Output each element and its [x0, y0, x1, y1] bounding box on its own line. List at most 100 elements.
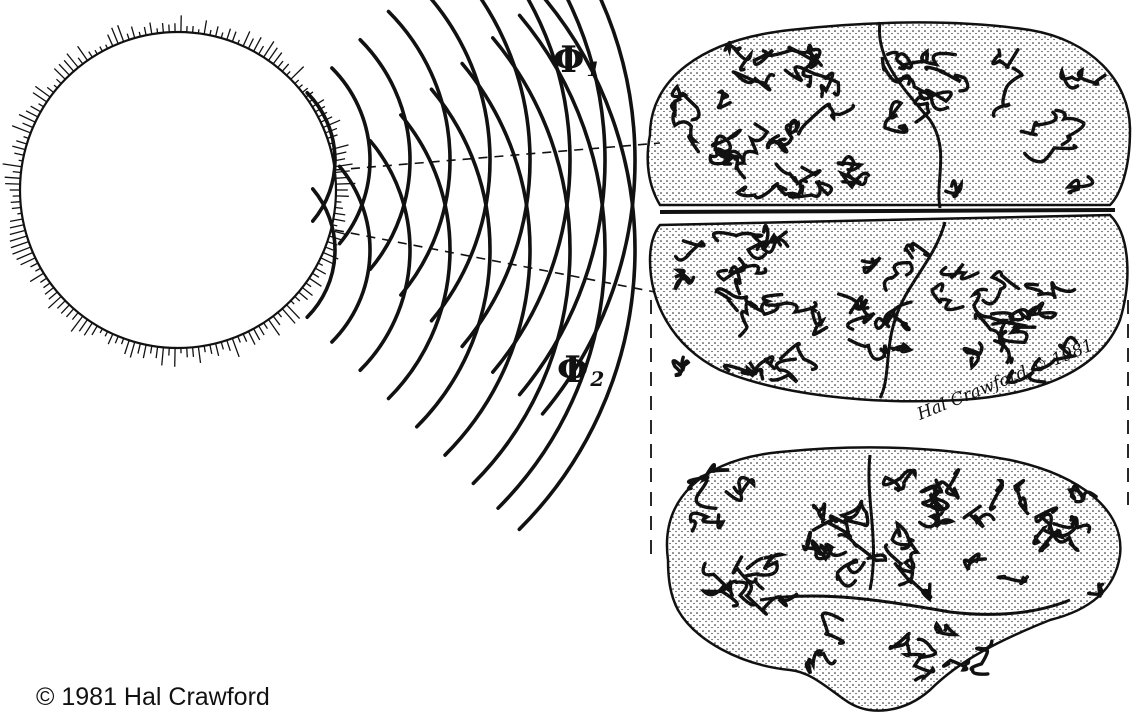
sphere-hair — [44, 283, 51, 288]
sphere-hair — [112, 28, 119, 44]
ray-phi2 — [335, 230, 655, 292]
sphere-hair — [193, 26, 194, 33]
sphere-hair — [31, 263, 38, 267]
sphere-hair — [268, 48, 277, 61]
sphere-hair — [59, 64, 69, 75]
sphere-hair — [291, 67, 304, 80]
sphere-hair — [56, 79, 61, 83]
sphere-hair — [125, 340, 129, 354]
left-hemisphere — [648, 22, 1130, 205]
sphere-hair — [79, 320, 87, 332]
sphere-hair — [295, 296, 300, 301]
sphere-hair — [10, 236, 27, 241]
brain-side-view — [667, 447, 1120, 710]
sphere-hair — [17, 252, 33, 259]
sphere-hair — [282, 64, 288, 71]
sphere-hair — [12, 126, 31, 133]
sphere-hair — [12, 146, 25, 149]
sphere-hair — [336, 177, 347, 178]
label-phi-1: Φ1 — [553, 42, 600, 79]
copyright-caption: © 1981 Hal Crawford — [36, 683, 270, 712]
sphere-hair — [78, 58, 83, 64]
sphere-hair — [248, 331, 255, 344]
sphere-hair — [335, 207, 343, 208]
gyrus — [673, 357, 688, 375]
sphere-hair — [40, 278, 46, 282]
sphere-hair — [108, 334, 113, 344]
sphere-hair — [325, 247, 333, 250]
sphere-hair — [10, 219, 23, 221]
sphere-hair — [273, 53, 282, 64]
sphere-hair — [259, 326, 264, 335]
sphere-hair — [5, 184, 20, 185]
sphere-hair — [45, 288, 54, 295]
sphere-hair — [21, 258, 36, 265]
sphere-hair — [312, 273, 319, 277]
sphere-hair — [49, 292, 58, 299]
sphere-hair — [31, 106, 41, 112]
sphere-hair — [157, 28, 158, 33]
sphere-hair — [143, 345, 146, 358]
sphere-hair — [19, 160, 23, 161]
sphere-hair — [12, 247, 30, 254]
sphere-hair — [35, 268, 40, 271]
sphere-hair — [232, 338, 239, 357]
phi-symbol: Φ — [553, 39, 584, 81]
sphere-hair — [227, 29, 231, 40]
sphere-hair — [295, 80, 299, 84]
sphere-hair — [130, 342, 134, 358]
sphere-hair — [106, 45, 108, 49]
right-hemisphere — [650, 215, 1127, 401]
sphere-hair — [95, 50, 97, 54]
sphere-hair — [278, 61, 283, 67]
sphere-hair — [334, 213, 345, 215]
sphere-hair — [162, 347, 164, 365]
sphere-hair — [163, 23, 164, 33]
sphere-hair — [227, 340, 230, 351]
sphere-hair — [287, 71, 291, 75]
sphere-hair — [254, 37, 262, 51]
sphere-hair — [12, 207, 21, 208]
sphere-hair — [47, 87, 53, 92]
sphere-hair — [333, 219, 345, 221]
sphere-hair — [302, 288, 312, 296]
sphere-hair — [187, 348, 188, 358]
sphere-hair — [221, 33, 223, 39]
sphere-hair — [19, 114, 35, 122]
sphere-hair — [105, 331, 107, 336]
source-sphere — [3, 15, 356, 366]
sphere-hair — [3, 164, 22, 167]
sphere-hair — [210, 345, 212, 354]
sphere-hair — [54, 69, 65, 80]
sphere-hair — [232, 32, 236, 42]
sphere-hair — [54, 85, 57, 88]
sphere-hair — [16, 141, 27, 144]
sphere-hair — [278, 312, 282, 317]
sphere-hair — [11, 202, 21, 203]
sphere-hair — [204, 20, 206, 34]
sphere-hair — [72, 312, 78, 319]
label-phi-2: Φ2 — [557, 352, 604, 389]
sphere-hair — [150, 23, 152, 35]
sphere-hair — [193, 347, 194, 357]
sphere-hair — [10, 230, 25, 234]
sphere-hair — [24, 137, 29, 139]
sphere-hair — [221, 342, 223, 349]
phi-subscript: 1 — [586, 57, 600, 81]
sphere-hair — [334, 164, 352, 167]
phi-subscript: 2 — [590, 367, 604, 391]
sphere-hair — [89, 52, 93, 58]
sphere-hair — [11, 242, 29, 248]
sphere-hair — [254, 329, 260, 340]
sphere-hair — [315, 268, 325, 274]
sphere-hair — [273, 316, 280, 325]
sphere-hair — [144, 27, 146, 35]
sphere-hair — [138, 343, 140, 353]
sphere-hair — [26, 111, 38, 117]
sphere-hair — [248, 39, 253, 49]
sphere-hair — [259, 46, 264, 54]
sphere-hair — [118, 25, 124, 41]
sphere-hair — [66, 309, 73, 317]
sphere-hair — [14, 153, 24, 155]
sphere-hair — [156, 347, 157, 358]
